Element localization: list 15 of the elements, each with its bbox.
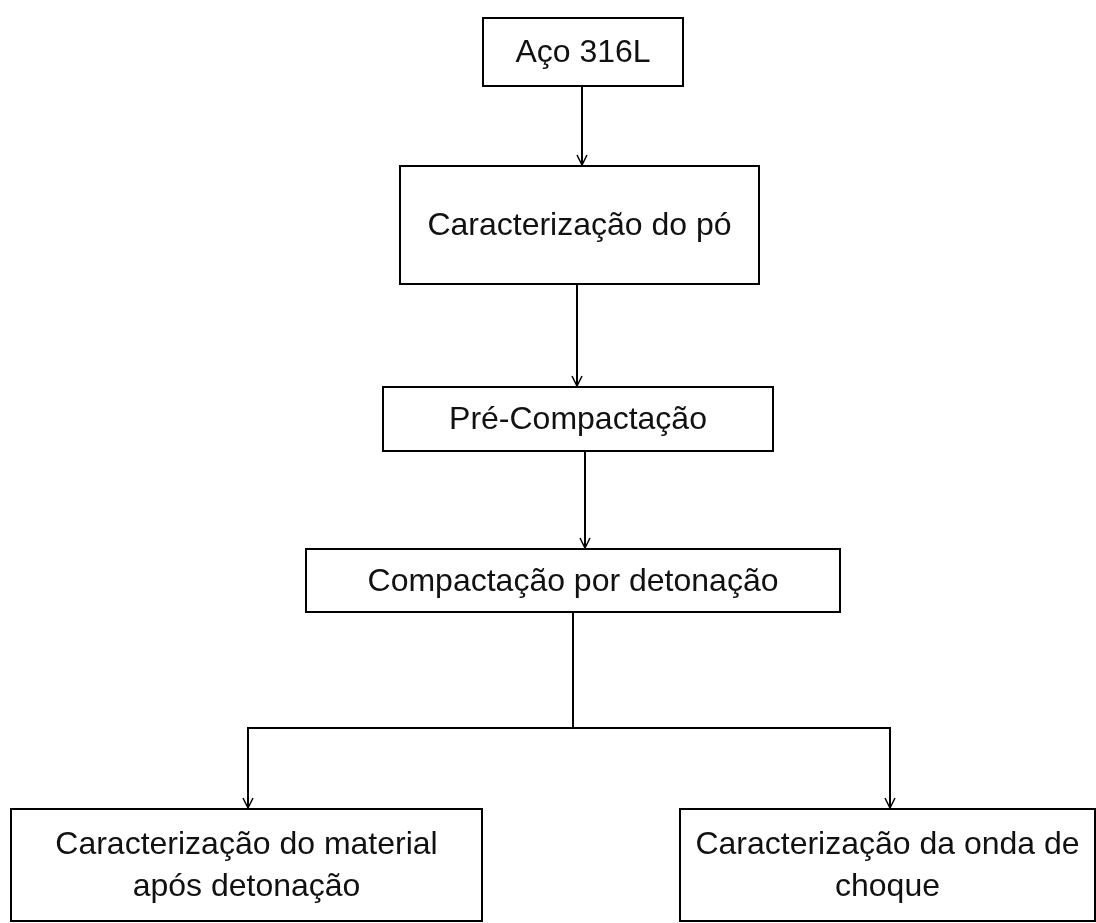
arrow <box>579 451 591 549</box>
process-box <box>10 808 483 922</box>
box-label: Caracterização do pó <box>427 205 732 245</box>
arrow <box>576 86 588 166</box>
process-box <box>305 548 841 613</box>
box-label: Aço 316L <box>515 32 651 72</box>
box-label: Pré-Compactação <box>449 399 707 439</box>
box-label: Caracterização da onda de choque <box>694 824 1081 905</box>
box-label: Caracterização do material após detonação <box>54 824 439 905</box>
process-box <box>382 386 774 452</box>
process-box <box>679 808 1096 922</box>
process-box <box>399 165 760 285</box>
process-box <box>482 17 684 87</box>
box-label: Compactação por detonação <box>367 560 779 600</box>
arrow <box>571 284 583 387</box>
